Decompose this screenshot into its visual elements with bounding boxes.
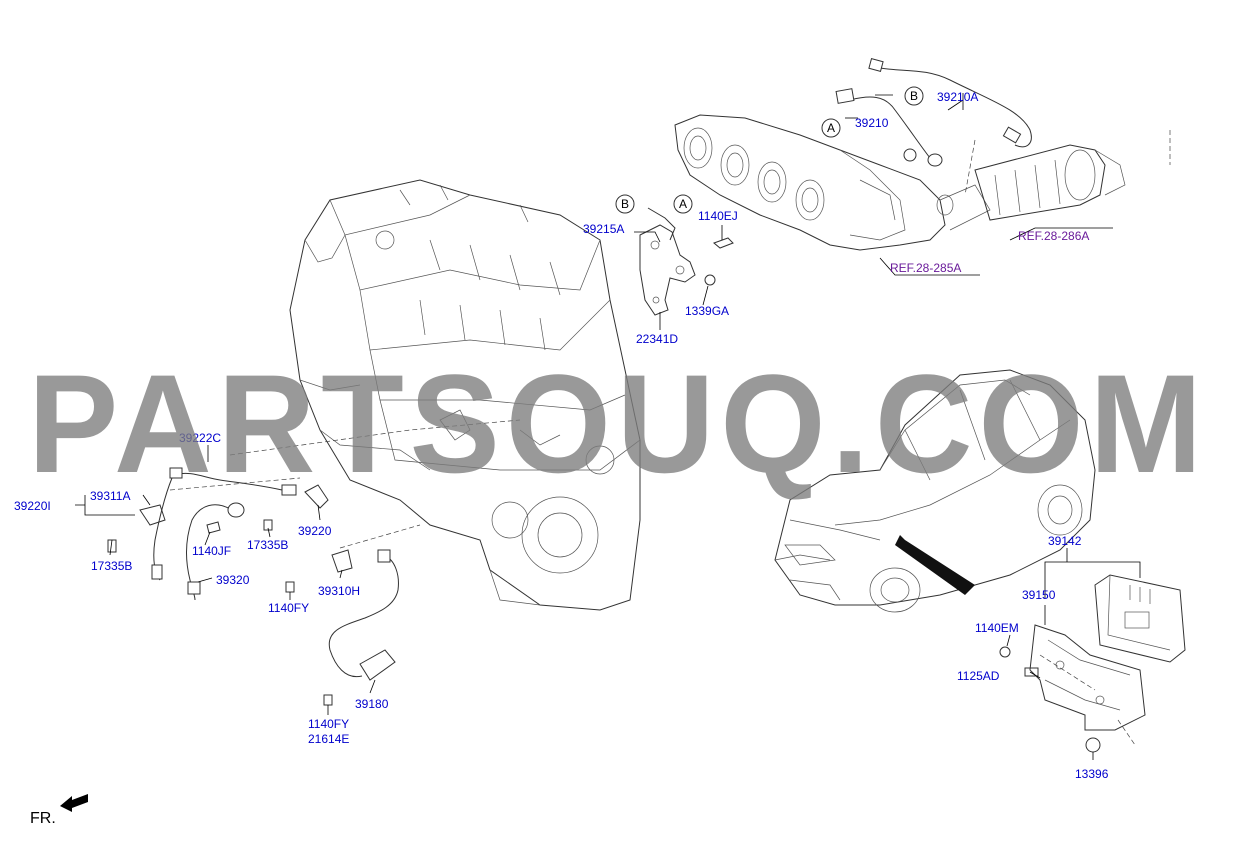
ecu-bracket-drawing: [999, 624, 1146, 753]
callout-letter: A: [679, 197, 687, 211]
watermark-text: PARTSOUQ.COM: [28, 345, 1208, 502]
reference-dash-lines: [169, 130, 1171, 746]
part-label-1140fy-lower[interactable]: 1140FY: [308, 717, 349, 731]
car-drawing: [774, 369, 1096, 613]
part-label-1140ej[interactable]: 1140EJ: [698, 209, 738, 223]
callout-letter: B: [910, 89, 918, 103]
part-label-1140jf[interactable]: 1140JF: [192, 544, 231, 558]
ecu-drawing: [1094, 574, 1186, 663]
part-label-39180[interactable]: 39180: [355, 697, 389, 711]
ref-label-28-285a[interactable]: REF.28-285A: [890, 261, 961, 275]
callout-marker-b1: B: [904, 86, 924, 106]
part-label-39220[interactable]: 39220: [298, 524, 332, 538]
ref-label-28-286a[interactable]: REF.28-286A: [1018, 229, 1089, 243]
callout-letter: B: [621, 197, 629, 211]
part-label-39215a[interactable]: 39215A: [583, 222, 624, 236]
part-label-1140fy-upper[interactable]: 1140FY: [268, 601, 309, 615]
part-label-1339ga[interactable]: 1339GA: [685, 304, 729, 318]
part-label-39210[interactable]: 39210: [855, 116, 889, 130]
part-label-13396[interactable]: 13396: [1075, 767, 1109, 781]
callout-marker-a2: A: [673, 194, 693, 214]
part-label-17335b-left[interactable]: 17335B: [91, 559, 132, 573]
part-label-1140em[interactable]: 1140EM: [975, 621, 1019, 635]
part-label-39220i[interactable]: 39220I: [14, 499, 51, 513]
front-direction-label: FR.: [30, 810, 56, 827]
callout-marker-a1: A: [821, 118, 841, 138]
part-label-39222c[interactable]: 39222C: [179, 431, 221, 445]
front-arrow-icon: [60, 794, 88, 812]
sensor-harness-drawing: [107, 467, 399, 706]
part-label-22341d[interactable]: 22341D: [636, 332, 678, 346]
callout-marker-b2: B: [615, 194, 635, 214]
part-label-39142[interactable]: 39142: [1048, 534, 1082, 548]
part-label-17335b-right[interactable]: 17335B: [247, 538, 288, 552]
part-label-39320[interactable]: 39320: [216, 573, 250, 587]
front-direction-indicator: FR.: [30, 794, 88, 827]
bracket-drawing: [639, 207, 734, 316]
part-label-21614e[interactable]: 21614E: [308, 732, 349, 746]
part-label-1125ad[interactable]: 1125AD: [957, 669, 1000, 683]
exhaust-manifold-drawing: [674, 114, 1126, 251]
part-label-39310h[interactable]: 39310H: [318, 584, 360, 598]
part-label-39210a[interactable]: 39210A: [937, 90, 978, 104]
part-label-39150[interactable]: 39150: [1022, 588, 1056, 602]
part-label-39311a[interactable]: 39311A: [90, 489, 130, 503]
oxygen-sensor-drawing: [835, 58, 1032, 167]
engine-block-drawing: [289, 179, 641, 611]
callout-letter: A: [827, 121, 835, 135]
leader-lines: [75, 93, 1141, 760]
